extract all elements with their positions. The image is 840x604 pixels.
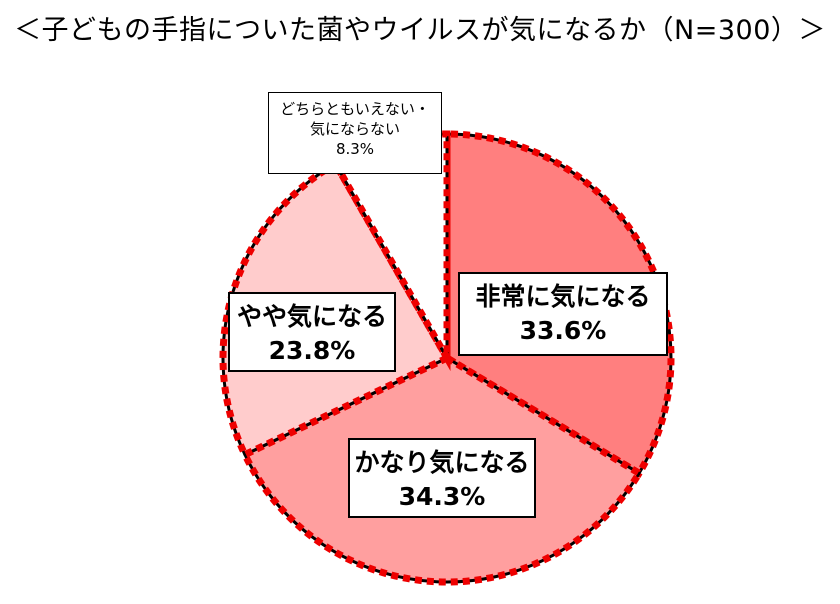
slice-very-concerned-outline xyxy=(443,130,675,479)
chart-title: ＜子どもの手指についた菌やウイルスが気になるか（N=300）＞ xyxy=(14,15,826,46)
label-neutral-line2: 気にならない xyxy=(309,120,400,138)
label-somewhat-concerned-text: やや気になる xyxy=(236,302,387,331)
label-somewhat-concerned-value: 23.8% xyxy=(268,336,356,365)
slice-somewhat-concerned-outline xyxy=(219,158,452,460)
label-neutral-value: 8.3% xyxy=(335,140,375,158)
label-neutral-line1: どちらともいえない・ xyxy=(280,100,430,118)
label-neutral-not-concerned: どちらともいえない・ 気にならない 8.3% xyxy=(268,92,442,174)
label-quite-concerned-value: 34.3% xyxy=(398,482,486,511)
label-somewhat-concerned: やや気になる 23.8% xyxy=(228,292,396,372)
label-very-concerned-text: 非常に気になる xyxy=(475,282,651,311)
label-quite-concerned: かなり気になる 34.3% xyxy=(348,438,536,518)
slice-quite-concerned-outline xyxy=(240,354,644,586)
label-very-concerned: 非常に気になる 33.6% xyxy=(458,272,668,356)
label-very-concerned-value: 33.6% xyxy=(519,316,607,345)
label-quite-concerned-text: かなり気になる xyxy=(354,448,530,477)
